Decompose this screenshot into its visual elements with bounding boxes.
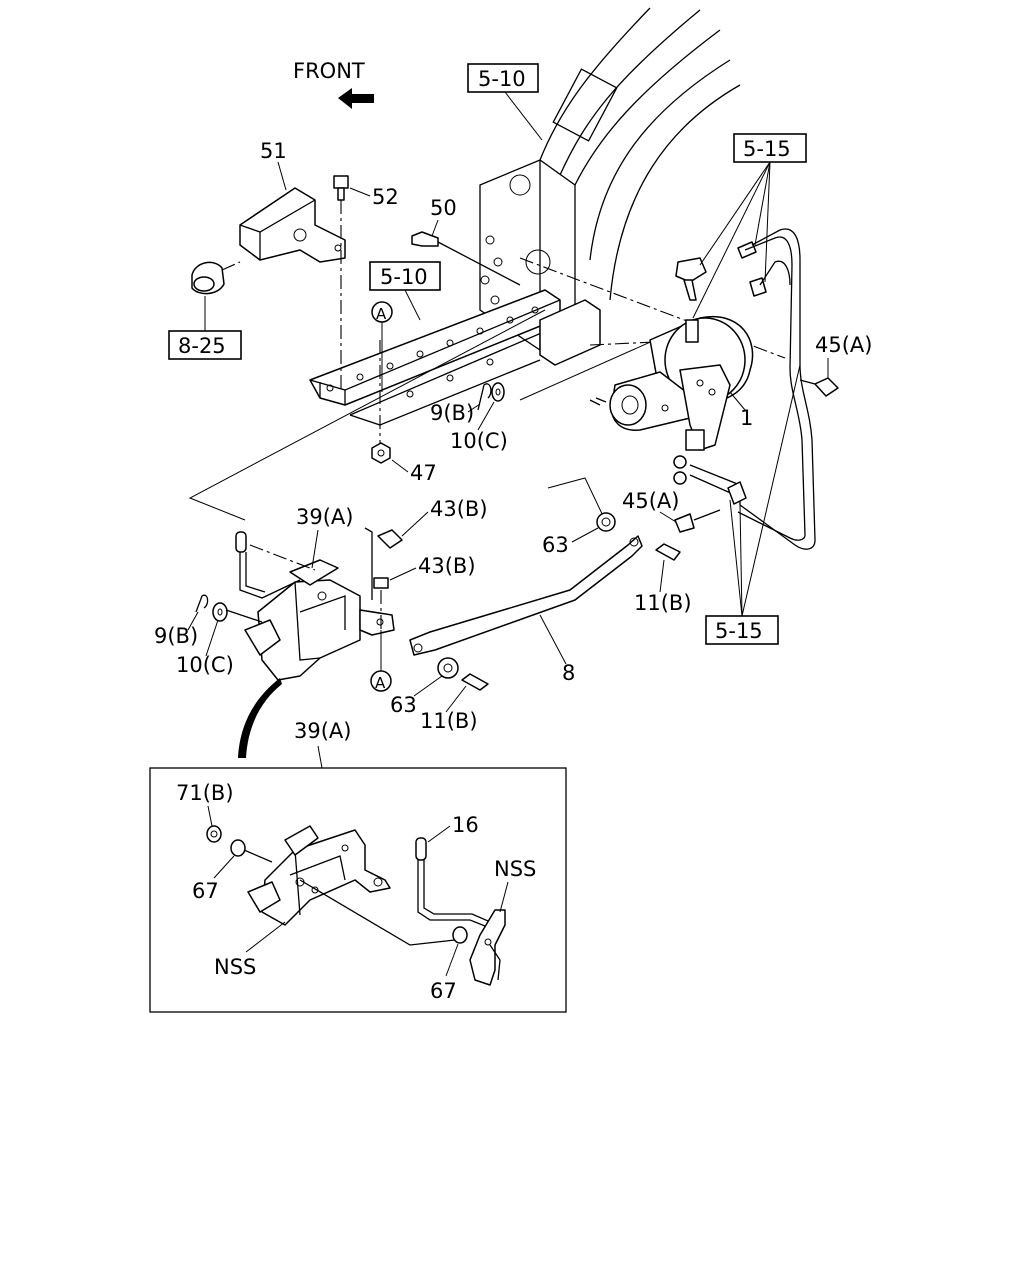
ref-5-15-top: 5-15 (692, 133, 807, 319)
callout-45a-top: 45(A) (815, 333, 872, 357)
svg-text:5-15: 5-15 (743, 137, 791, 161)
cross-member (309, 289, 601, 426)
callout-9b-top: 9(B) (430, 401, 474, 425)
callout-47: 47 (410, 461, 437, 485)
marker-a-top: A (371, 301, 393, 392)
callout-10c-top: 10(C) (450, 429, 508, 453)
centerline-2 (589, 339, 701, 346)
svg-text:5-10: 5-10 (478, 67, 526, 91)
callout-1: 1 (740, 406, 753, 430)
ref-8-25: 8-25 (168, 296, 242, 360)
inset-callout-nss-left: NSS (214, 955, 256, 979)
inset-title: 39(A) (294, 719, 351, 743)
leader-63-right (547, 477, 606, 521)
front-arrow-icon (338, 88, 374, 109)
ref-5-10-mid: 5-10 (369, 261, 441, 321)
inset-callout-71b: 71(B) (176, 781, 234, 805)
callout-8: 8 (562, 661, 575, 685)
ref-5-15-bot: 5-15 (705, 364, 801, 645)
inset-callout-16: 16 (452, 813, 479, 837)
bolt-52 (333, 175, 349, 390)
inset-bracket (247, 825, 456, 946)
inset-plate (469, 909, 506, 986)
pin-11b-right (655, 543, 681, 561)
pin-9b-top (477, 383, 492, 411)
marker-a-bot: A (370, 630, 392, 692)
knob-8-25 (191, 261, 241, 295)
bush-63-right (596, 512, 616, 532)
callout-11b-bot: 11(B) (420, 709, 478, 733)
callout-63-bot: 63 (390, 693, 417, 717)
bolt-43b-b (373, 577, 389, 630)
callout-39a-top: 39(A) (296, 505, 353, 529)
washer-10c-top (491, 382, 505, 402)
svg-text:5-15: 5-15 (715, 619, 763, 643)
bolt-43b-a (364, 527, 403, 600)
nut-47 (371, 340, 391, 464)
bush-63-bot (437, 657, 459, 679)
ref-5-10-top: 5-10 (467, 63, 543, 141)
inset-callout-67-bot: 67 (430, 979, 457, 1003)
callout-63-right: 63 (542, 533, 569, 557)
inset-washer-71b (206, 825, 222, 843)
bolt-45a-mid (674, 509, 721, 533)
shift-unit-1 (589, 315, 754, 451)
pin-11b-bot (461, 673, 489, 691)
washer-10c-left (212, 602, 263, 623)
callout-51: 51 (260, 139, 287, 163)
inset-detail: 39(A) (149, 719, 567, 1013)
callout-50: 50 (430, 196, 457, 220)
callout-45a-mid: 45(A) (622, 489, 679, 513)
inset-callout-67-left: 67 (192, 879, 219, 903)
callout-11b-right: 11(B) (634, 591, 692, 615)
rod-8 (409, 535, 643, 656)
callout-52: 52 (372, 185, 399, 209)
bracket-51 (239, 187, 346, 263)
callout-10c-left: 10(C) (176, 653, 234, 677)
inset-bush-67-bot (452, 926, 468, 944)
callout-9b-left: 9(B) (154, 624, 198, 648)
svg-text:A: A (375, 674, 386, 692)
front-label: FRONT (293, 59, 365, 83)
callout-43b-a: 43(B) (430, 497, 488, 521)
brake-pipes (673, 228, 816, 550)
bolt-45a-top (799, 377, 839, 397)
pin-9b-left (195, 594, 209, 613)
bolt-50 (411, 231, 521, 286)
inset-bush-67-left (230, 839, 273, 863)
inset-callout-nss-right: NSS (494, 857, 536, 881)
svg-text:5-10: 5-10 (380, 265, 428, 289)
inset-pointer-arrow (238, 678, 282, 758)
lever-assembly-39a (235, 531, 395, 681)
svg-text:A: A (376, 305, 387, 323)
svg-text:8-25: 8-25 (178, 334, 226, 358)
leader-rail-to-shift (188, 309, 546, 521)
inset-pin-16 (415, 837, 496, 931)
cab-frame (479, 7, 741, 351)
callout-43b-b: 43(B) (418, 554, 476, 578)
